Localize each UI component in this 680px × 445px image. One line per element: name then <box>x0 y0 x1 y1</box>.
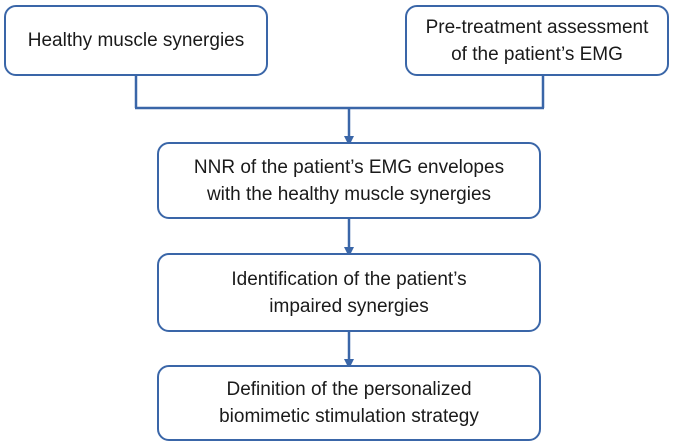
node-nnr-line-2: with the healthy muscle synergies <box>206 183 492 205</box>
node-nnr-line-1: NNR of the patient’s EMG envelopes <box>193 156 505 178</box>
node-healthy-line-1: Healthy muscle synergies <box>27 30 245 51</box>
node-identification-line-2: impaired synergies <box>269 295 429 317</box>
node-identification-impaired-synergies: Identification of the patient’s impaired… <box>157 253 541 332</box>
node-pretreatment-assessment: Pre-treatment assessment of the patient’… <box>405 5 669 76</box>
node-definition-stimulation-strategy: Definition of the personalized biomimeti… <box>157 365 541 441</box>
node-pretreatment-line-2: of the patient’s EMG <box>451 43 623 65</box>
node-definition-line-2: biomimetic stimulation strategy <box>219 406 479 427</box>
node-healthy-muscle-synergies: Healthy muscle synergies <box>4 5 268 76</box>
node-definition-line-1: Definition of the personalized <box>226 379 472 400</box>
node-nnr-emg-envelopes: NNR of the patient’s EMG envelopes with … <box>157 142 541 219</box>
node-identification-line-1: Identification of the patient’s <box>231 268 467 290</box>
node-pretreatment-line-1: Pre-treatment assessment <box>425 16 649 38</box>
